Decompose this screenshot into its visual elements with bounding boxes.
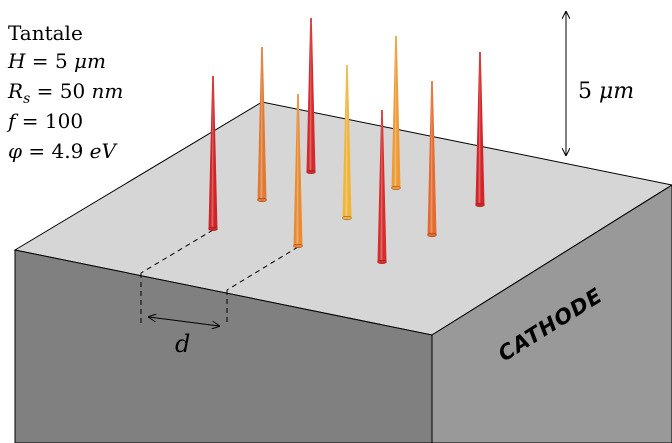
guide-line-1	[140, 229, 214, 274]
material-name: Tantale	[8, 21, 83, 45]
emitter-tip-highlight	[430, 85, 433, 235]
emitter-tip	[391, 36, 401, 190]
emitter-tip-body	[208, 76, 218, 229]
emitter-tip	[257, 47, 267, 202]
emitter-tip-base	[391, 185, 401, 190]
emitter-tip-highlight	[309, 22, 312, 172]
emitter-tip-body	[342, 65, 352, 218]
param-factor: f = 100	[6, 109, 83, 133]
param-height: H = 5 μm	[7, 49, 106, 73]
emitter-tip	[427, 81, 437, 237]
emitter-tip-highlight	[394, 40, 397, 188]
emitter-tip-highlight	[478, 56, 481, 205]
emitter-tip	[306, 18, 316, 174]
emitter-tip-highlight	[380, 114, 383, 262]
emitter-tip-body	[377, 110, 387, 262]
cathode-front-face	[14, 249, 433, 443]
emitter-tip-body	[391, 36, 401, 188]
spacing-guides	[140, 229, 299, 326]
emitter-tip-body	[475, 52, 485, 205]
emitter-tip-body	[306, 18, 316, 172]
parameter-block: Tantale H = 5 μm Rs = 50 nm f = 100 φ = …	[6, 21, 123, 163]
spacing-arrow	[149, 317, 219, 326]
cathode-right-face	[431, 184, 672, 443]
emitter-tip-body	[427, 81, 437, 235]
emitter-tip-base	[377, 260, 387, 265]
emitter-tip-highlight	[345, 69, 348, 218]
emitter-tip-highlight	[211, 80, 214, 229]
emitter-tip-body	[257, 47, 267, 200]
emitter-tip-base	[293, 243, 303, 248]
emitter-tip	[342, 65, 352, 220]
emitter-tip-base	[342, 215, 352, 220]
emitter-tip-base	[306, 169, 316, 174]
emitter-tip-base	[475, 202, 485, 207]
spacing-label: d	[175, 330, 190, 358]
guide-line-2	[226, 246, 299, 291]
emitter-tip	[208, 76, 218, 231]
emitter-tip-base	[427, 232, 437, 237]
height-label: 5 μm	[578, 79, 634, 104]
param-radius: Rs = 50 nm	[7, 79, 123, 107]
emitter-tip-highlight	[260, 51, 263, 200]
emitter-tip	[293, 94, 303, 248]
emitter-tip-base	[208, 226, 218, 231]
emitter-tip-highlight	[296, 98, 299, 246]
emitter-tip	[377, 110, 387, 265]
height-dimension: 5 μm	[566, 12, 634, 155]
param-work-function: φ = 4.9 eV	[8, 139, 119, 163]
emitter-tips	[208, 18, 485, 265]
emitter-tip-base	[257, 197, 267, 202]
emitter-tip-body	[293, 94, 303, 246]
emitter-tip	[475, 52, 485, 207]
